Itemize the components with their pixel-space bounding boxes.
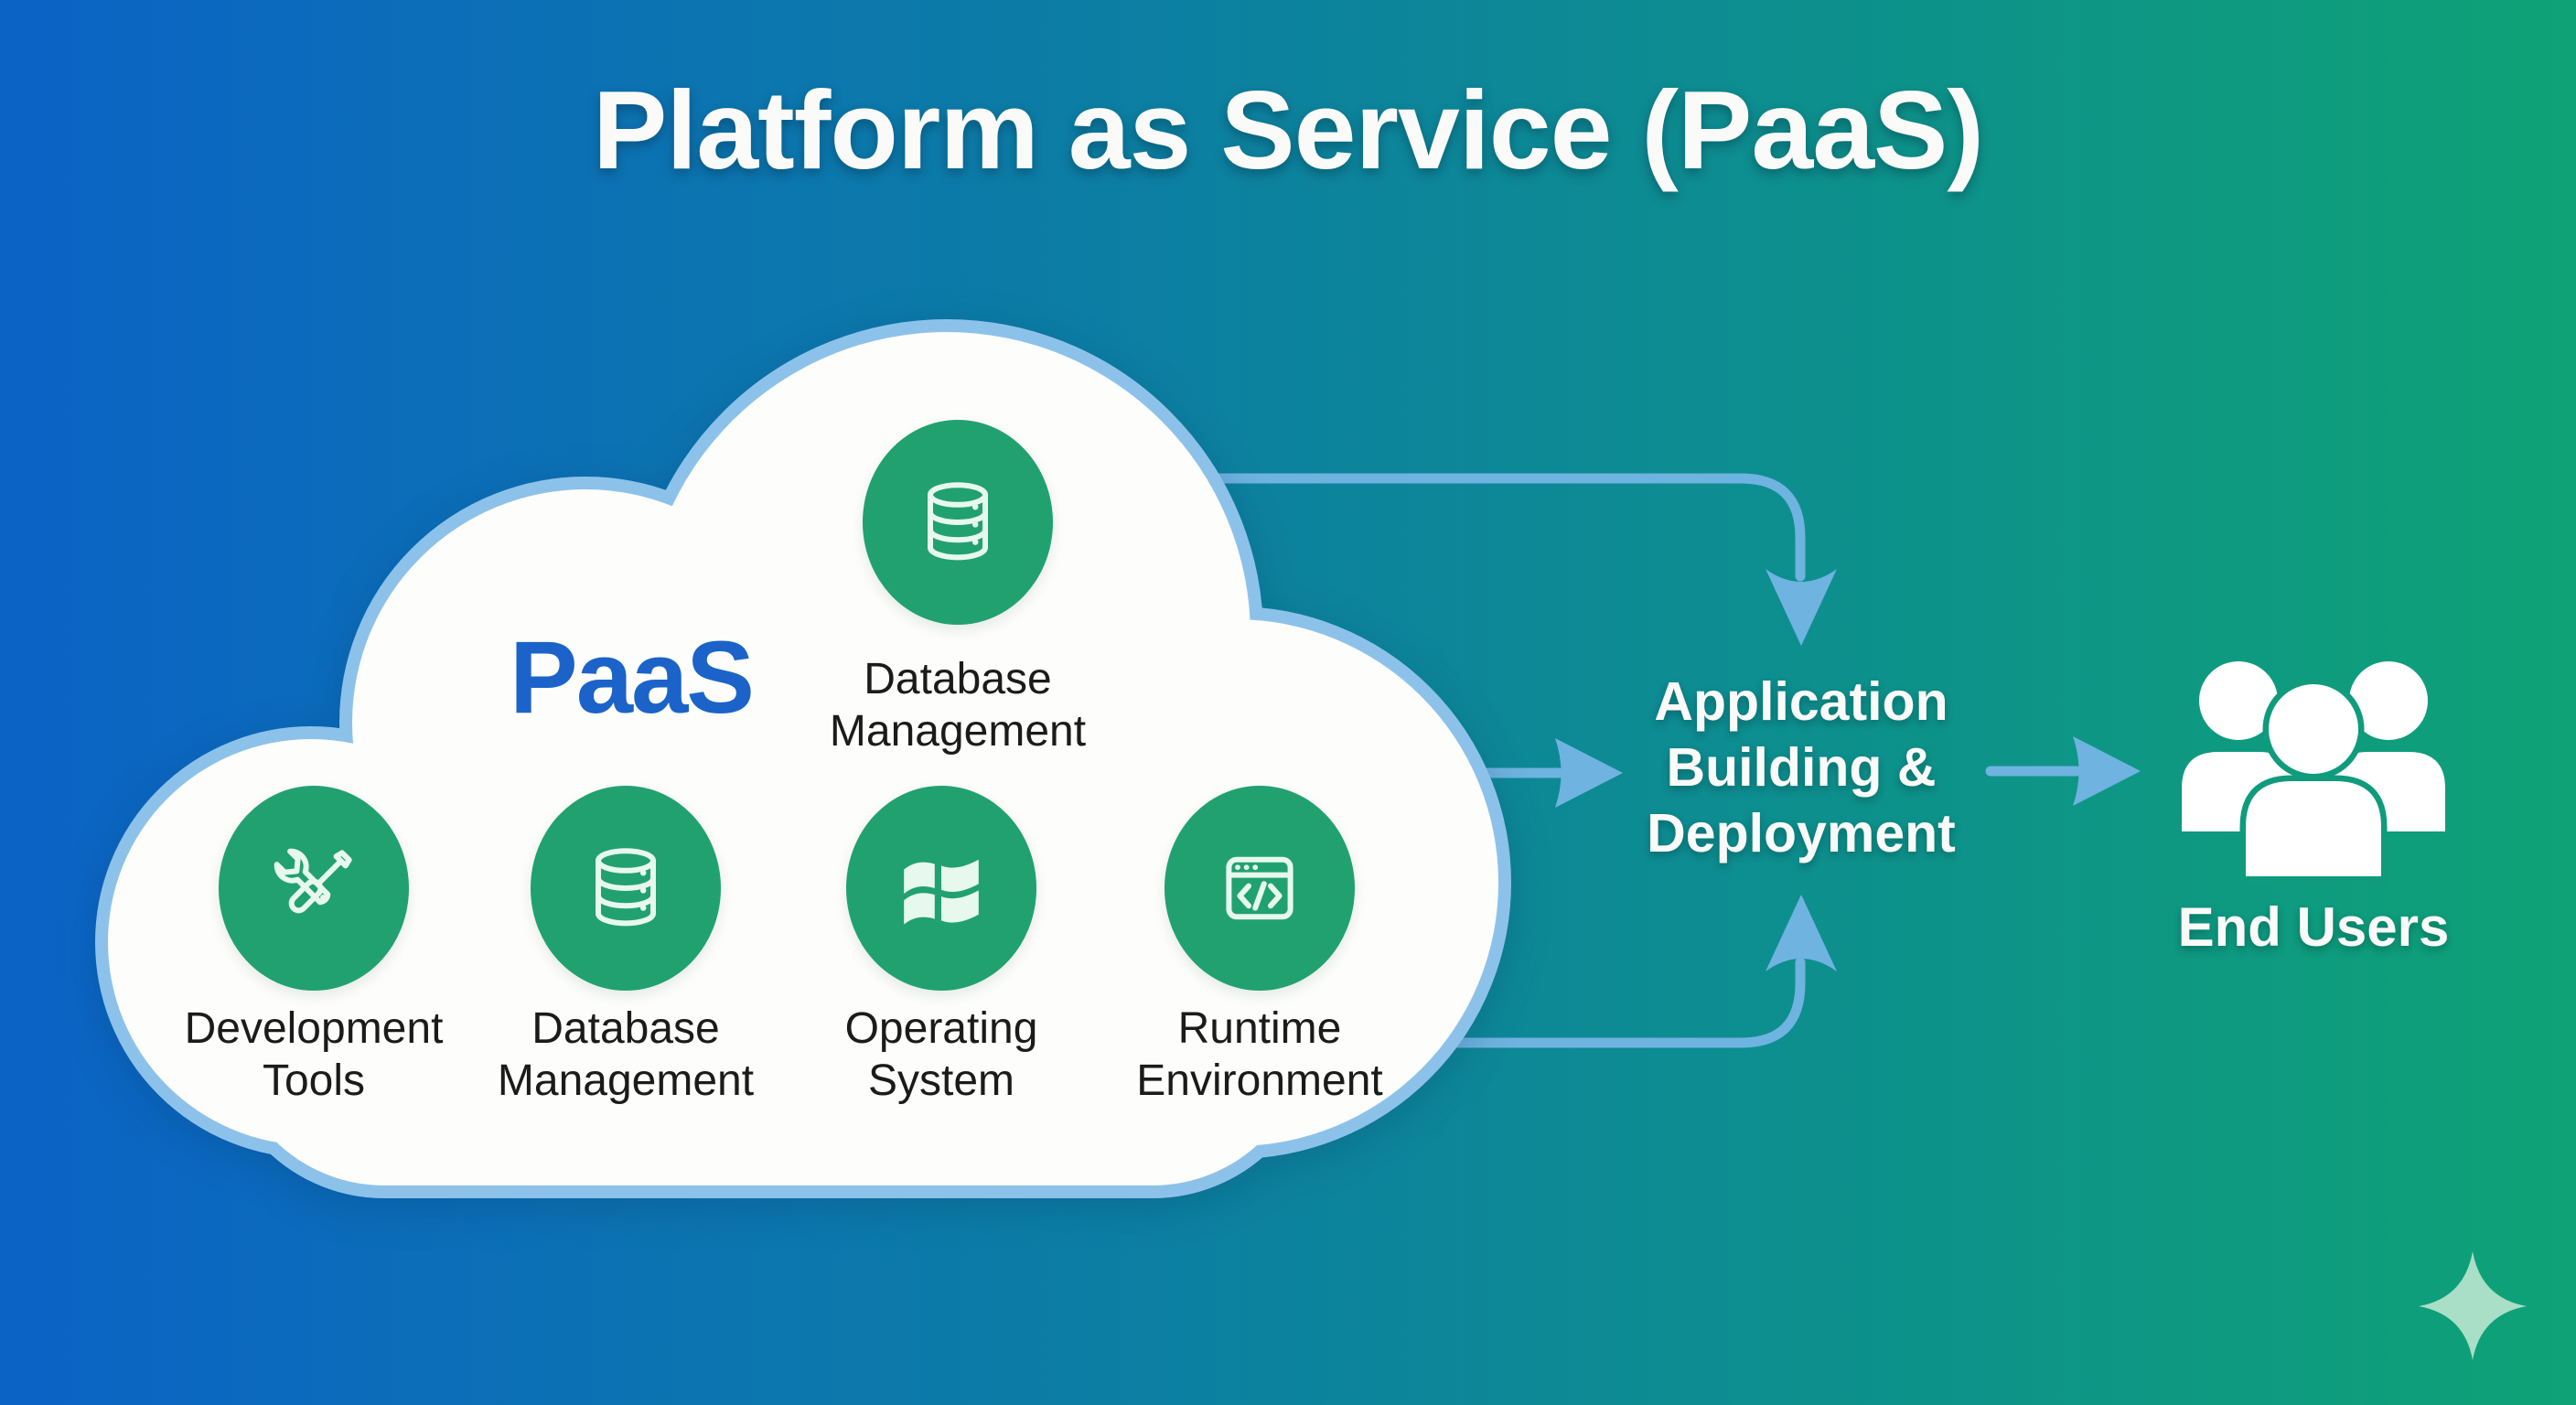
- database-icon: [596, 848, 656, 927]
- end-users-label: End Users: [2177, 896, 2450, 958]
- database-icon: [928, 482, 988, 561]
- paas-label: PaaS: [510, 620, 755, 735]
- arrow-bottom: [1422, 895, 1837, 1048]
- cloud-item-development-tools-label: Development Tools: [184, 1004, 444, 1105]
- arrow-right: [1985, 736, 2141, 806]
- cloud-item-database-top-circle: [863, 420, 1053, 625]
- arrow-top: [1184, 473, 1837, 646]
- sparkle-icon: [2419, 1251, 2527, 1360]
- cloud-item-database-top-label: Database Management: [829, 655, 1087, 756]
- cloud-item-operating-system-circle: [846, 786, 1036, 991]
- windows-icon: [904, 859, 979, 925]
- application-node-line-1: Application: [1654, 671, 1948, 732]
- users-icon: [2182, 661, 2445, 882]
- code-window-icon: [1226, 856, 1293, 920]
- cloud-item-development-tools-circle: [219, 786, 409, 991]
- cloud-item-runtime-environment-circle: [1165, 786, 1355, 991]
- cloud-item-database-management-circle: [531, 786, 721, 991]
- cloud-item-database-management-label: Database Management: [497, 1004, 755, 1105]
- cloud-item-runtime-environment-label: Runtime Environment: [1136, 1004, 1383, 1105]
- tools-icon: [274, 848, 352, 914]
- application-node-line-3: Deployment: [1647, 803, 1956, 863]
- application-node-line-2: Building &: [1666, 737, 1937, 798]
- application-node: Application Building & Deployment: [1613, 669, 1990, 866]
- cloud-item-operating-system-label: Operating System: [844, 1004, 1038, 1105]
- page-title: Platform as Service (PaaS): [592, 68, 1984, 192]
